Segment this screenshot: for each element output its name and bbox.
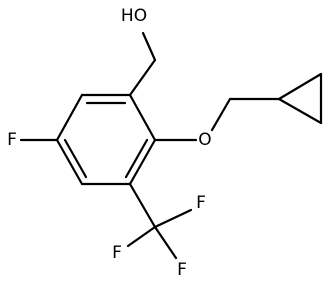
ring-bond-5 (55, 93, 84, 142)
ring-double-bond-c (63, 138, 88, 179)
o-ch2-bond (210, 97, 232, 132)
cf3-fluorine-top-label: F (196, 193, 206, 213)
ring-fluorine-label: F (7, 130, 17, 150)
aryl-cf3-bond (128, 182, 157, 229)
hydroxyl-label: HO (121, 6, 147, 26)
cf3-bond-left (126, 225, 157, 248)
cf3-bond-top (153, 208, 193, 229)
cf3-bond-bottom (153, 225, 178, 260)
ring-double-bond-b (124, 138, 149, 179)
cyclopropane-bond-3 (277, 97, 323, 125)
benzylic-bond (128, 58, 157, 97)
cyclopropane-bond-1 (277, 72, 323, 101)
cf3-fluorine-bottom-label: F (177, 260, 187, 280)
ether-oxygen-label: O (198, 130, 211, 150)
ring-bond-2 (128, 138, 157, 186)
ch2-oh-bond (141, 31, 157, 62)
cf3-fluorine-left-label: F (112, 243, 122, 263)
ring-bond-4 (55, 138, 84, 186)
ring-bond-1 (128, 93, 157, 142)
